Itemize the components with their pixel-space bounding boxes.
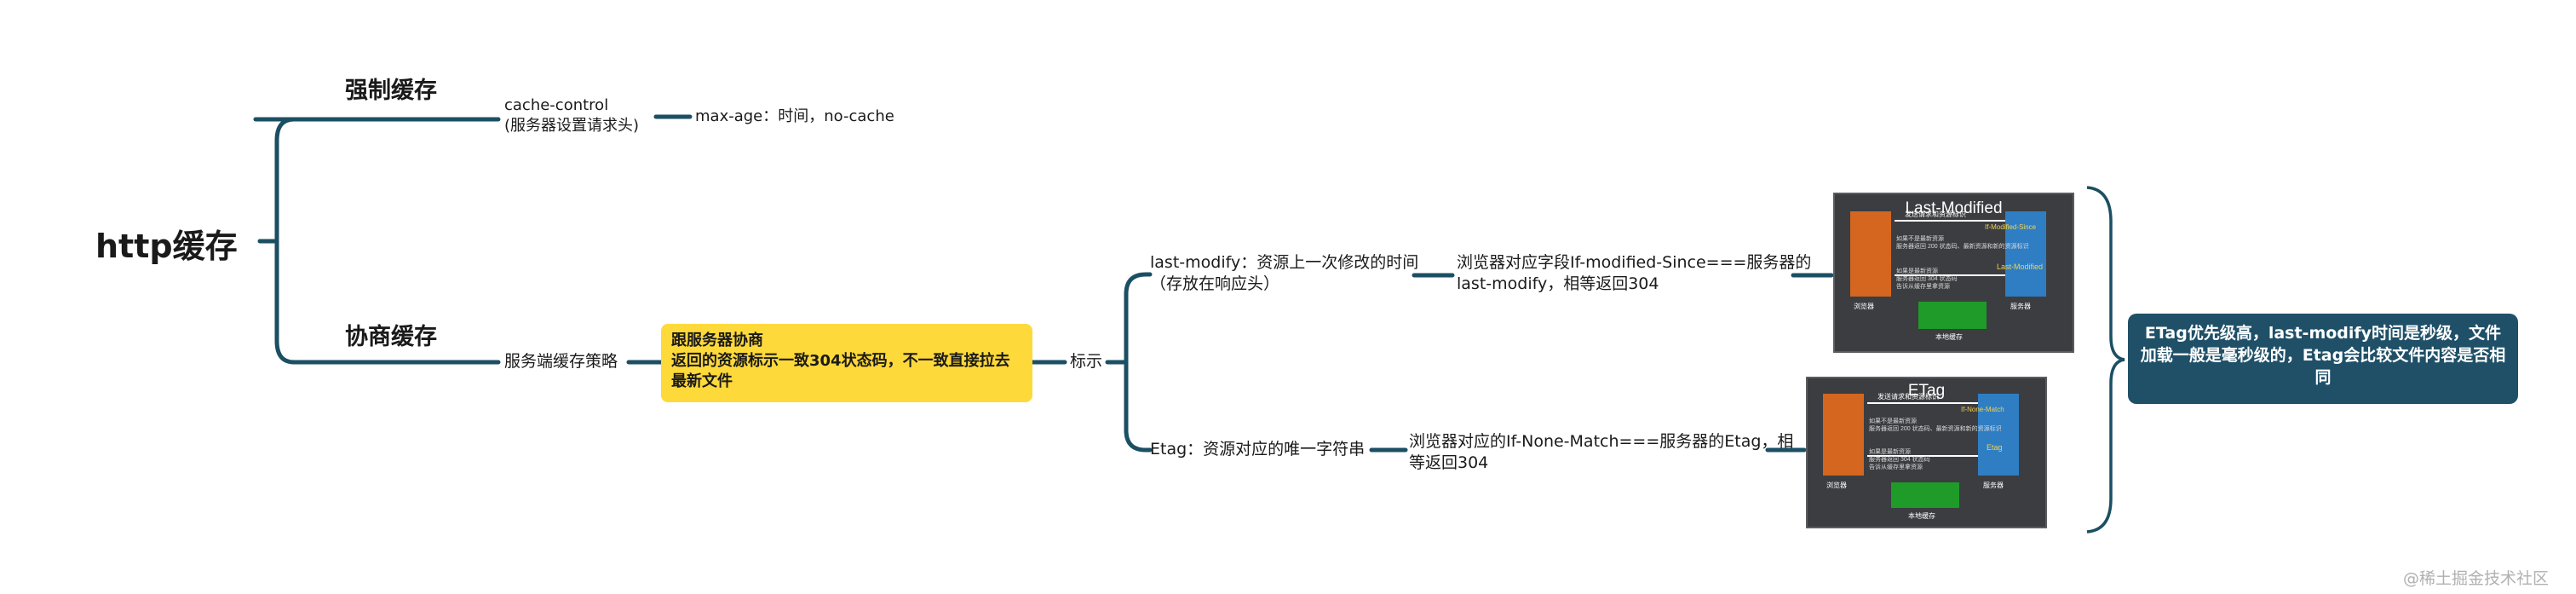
- etag-response-arrow: [1867, 455, 1978, 457]
- etag-cache-block: [1891, 482, 1959, 508]
- mark-to-etag-line: [1124, 360, 1153, 453]
- lm-compare-line-1: 浏览器对应字段If-modified-Since===服务器的: [1457, 253, 1812, 272]
- lm-cache-label: 本地缓存: [1935, 333, 1963, 341]
- max-age-node: max-age：时间，no-cache: [695, 107, 894, 125]
- etag-request-label: 发送请求和资源标识: [1877, 393, 1939, 401]
- conclusion-box: ETag优先级高，last-modify时间是秒级，文件加载一般是毫秒级的，Et…: [2128, 314, 2518, 404]
- etag-server-block: [1978, 394, 2019, 476]
- root-node: http缓存: [95, 228, 238, 265]
- mark-node: 标示: [1070, 352, 1103, 371]
- negotiate-cache-title: 协商缓存: [345, 324, 437, 350]
- strong-cache-title: 强制缓存: [345, 78, 437, 104]
- etag-response-label: Etag: [1987, 443, 2003, 452]
- lm-illustration-title: Last-Modified: [1905, 199, 2003, 217]
- etag-request-arrow: [1867, 402, 1978, 404]
- yellow-line-1: 跟服务器协商: [671, 332, 763, 349]
- last-modify-compare-node: 浏览器对应字段If-modified-Since===服务器的 last-mod…: [1457, 252, 1811, 295]
- etag-notes: 如果不是最新资源 服务器返回 200 状态码、最新资源和新的资源标识 如果是最新…: [1869, 418, 2002, 470]
- lm-server-block: [2005, 211, 2046, 297]
- lm-response-label: Last-Modified: [1997, 262, 2044, 271]
- lm-request-arrow: [1895, 220, 2005, 222]
- lm-request-label: 发送请求和资源标识: [1905, 210, 1966, 218]
- lm-cache-block: [1918, 302, 1987, 329]
- etag-compare-line-1: 浏览器对应的If-None-Match===服务器的Etag，相: [1409, 432, 1794, 451]
- last-modify-label: last-modify：资源上一次修改的时间: [1150, 253, 1419, 272]
- cache-control-label: cache-control: [504, 96, 609, 114]
- lm-notes: 如果不是最新资源 服务器返回 200 状态码、最新资源和新的资源标识 如果是最新…: [1896, 236, 2029, 290]
- lm-header-label: If-Modified-Since: [1985, 223, 2037, 231]
- last-modify-note: （存放在响应头）: [1150, 274, 1280, 293]
- lm-server-label: 服务器: [2010, 303, 2031, 310]
- last-modified-illustration: Last-Modified 发送请求和资源标识 If-Modified-Sinc…: [1833, 193, 2074, 353]
- strategy-node: 服务端缓存策略: [504, 352, 618, 371]
- yellow-line-3: 最新文件: [671, 372, 733, 390]
- yellow-line-2: 返回的资源标示一致304状态码，不一致直接拉去: [671, 352, 1010, 370]
- cache-control-note: (服务器设置请求头): [504, 117, 640, 135]
- etag-browser-block: [1823, 394, 1864, 476]
- last-modify-node: last-modify：资源上一次修改的时间 （存放在响应头）: [1150, 252, 1418, 295]
- etag-compare-line-2: 等返回304: [1409, 453, 1489, 472]
- cache-control-node: cache-control (服务器设置请求头): [504, 95, 639, 136]
- etag-node: Etag：资源对应的唯一字符串: [1150, 440, 1366, 458]
- etag-server-label: 服务器: [1983, 482, 2004, 489]
- watermark: @稀土掘金技术社区: [2402, 569, 2549, 588]
- etag-cache-label: 本地缓存: [1908, 512, 1935, 520]
- lm-response-arrow: [1895, 274, 2005, 276]
- etag-illustration-title: ETag: [1907, 382, 1946, 400]
- etag-compare-node: 浏览器对应的If-None-Match===服务器的Etag，相 等返回304: [1409, 431, 1793, 474]
- mark-to-lastmodify-line: [1124, 272, 1153, 365]
- lm-browser-label: 浏览器: [1854, 303, 1874, 310]
- etag-illustration: ETag 发送请求和资源标识 If-None-Match Etag 如果不是最新…: [1806, 377, 2047, 528]
- lm-browser-block: [1850, 211, 1891, 297]
- negotiate-yellow-note: 跟服务器协商 返回的资源标示一致304状态码，不一致直接拉去 最新文件: [661, 324, 1032, 402]
- lm-compare-line-2: last-modify，相等返回304: [1457, 274, 1659, 293]
- etag-header-label: If-None-Match: [1961, 406, 2004, 413]
- etag-browser-label: 浏览器: [1826, 482, 1847, 489]
- summary-brace: [2086, 186, 2125, 533]
